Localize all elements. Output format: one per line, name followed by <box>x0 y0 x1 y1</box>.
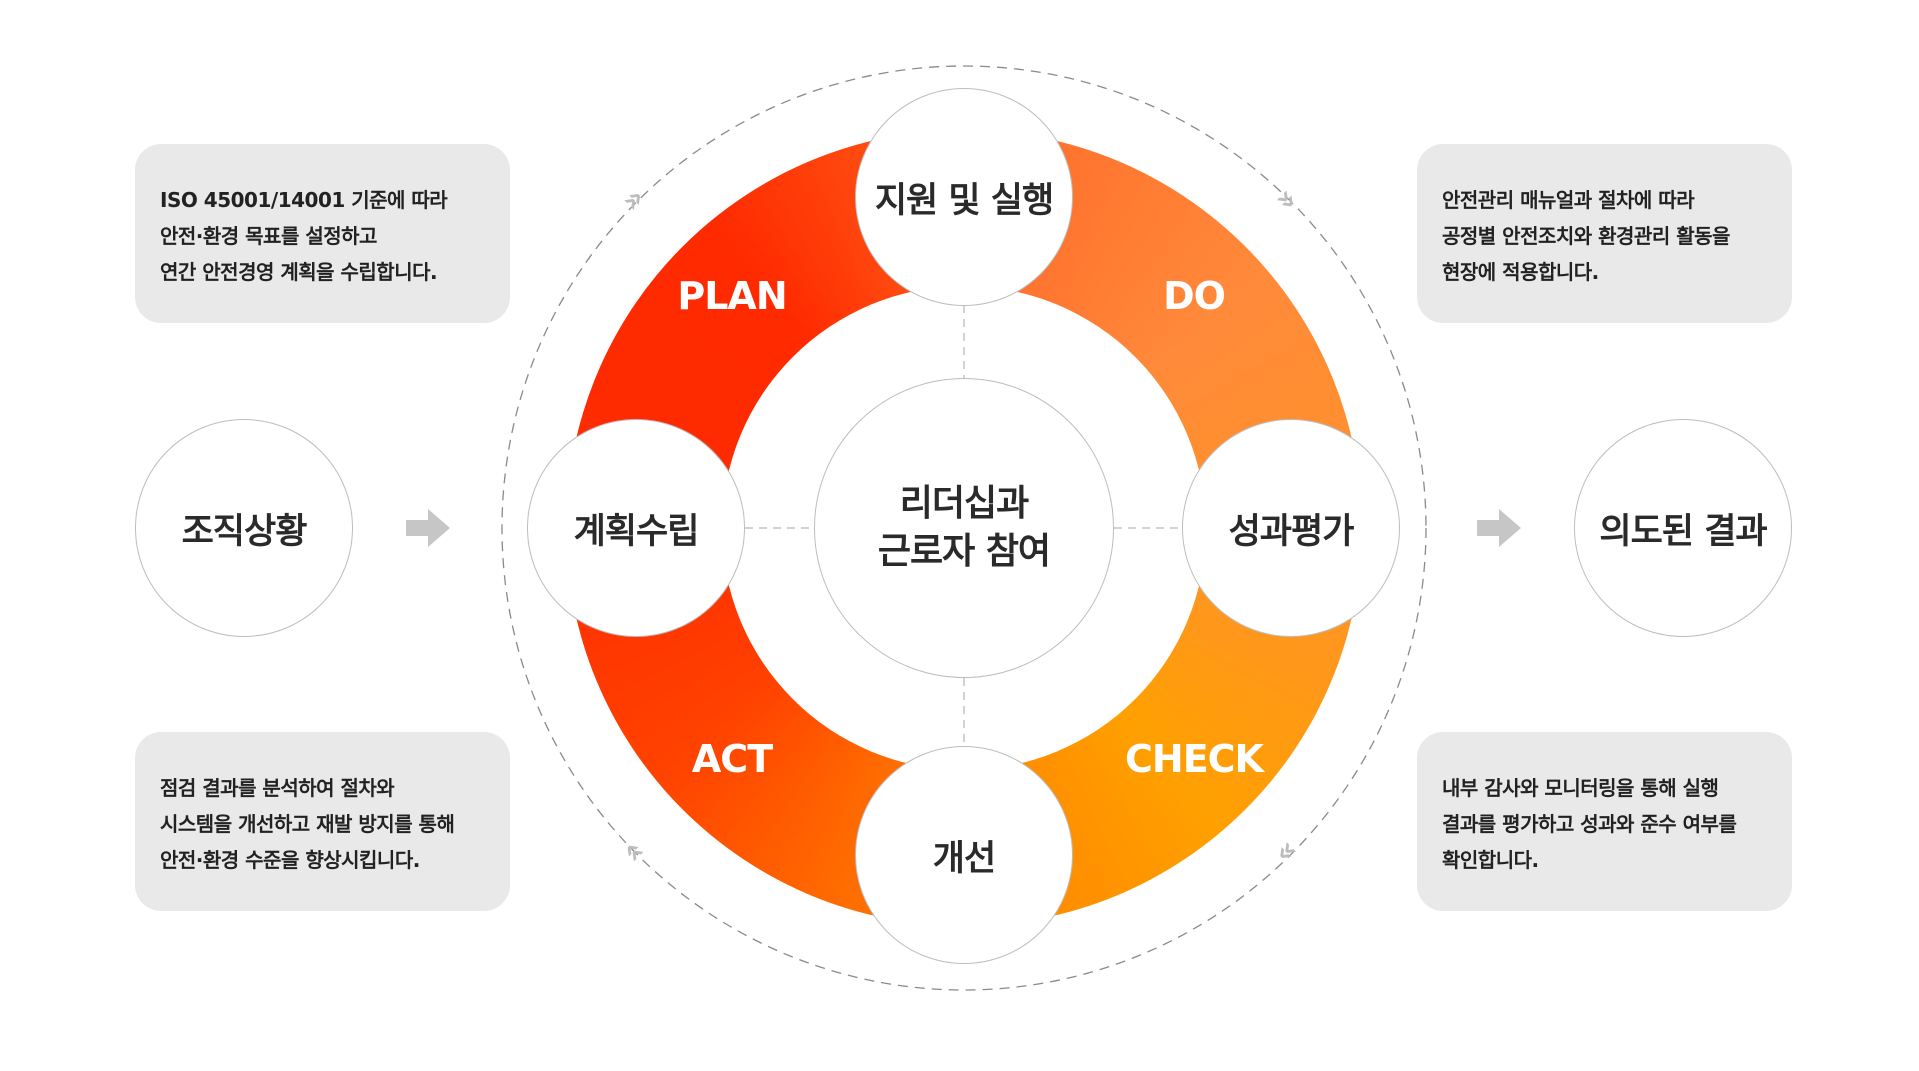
output-result-circle: 의도된 결과 <box>1574 419 1792 637</box>
plan-desc-line: ISO 45001/14001 기준에 따라 <box>160 188 448 212</box>
check-desc-line: 내부 감사와 모니터링을 통해 실행 <box>1442 776 1719 800</box>
do-description-box: 안전관리 매뉴얼과 절차에 따라 공정별 안전조치와 환경관리 활동을 현장에 … <box>1417 144 1792 323</box>
do-desc-line: 현장에 적용합니다. <box>1442 260 1599 284</box>
arrow-right-icon <box>1477 509 1521 547</box>
center-line-2: 근로자 참여 <box>877 531 1051 572</box>
check-desc-line: 확인합니다. <box>1442 848 1539 872</box>
act-desc-line: 안전·환경 수준을 향상시킵니다. <box>160 848 420 872</box>
do-desc-line: 안전관리 매뉴얼과 절차에 따라 <box>1442 188 1695 212</box>
center-circle: 리더십과 근로자 참여 <box>814 378 1114 678</box>
phase-do-label: DO <box>1163 274 1226 318</box>
node-improvement: 개선 <box>855 746 1073 964</box>
check-description-box: 내부 감사와 모니터링을 통해 실행 결과를 평가하고 성과와 준수 여부를 확… <box>1417 732 1792 911</box>
input-context-circle: 조직상황 <box>135 419 353 637</box>
act-desc-line: 점검 결과를 분석하여 절차와 <box>160 776 395 800</box>
plan-desc-line: 연간 안전경영 계획을 수립합니다. <box>160 260 438 284</box>
act-description-box: 점검 결과를 분석하여 절차와 시스템을 개선하고 재발 방지를 통해 안전·환… <box>135 732 510 911</box>
phase-plan-label: PLAN <box>677 274 787 318</box>
arrow-right-icon <box>406 509 450 547</box>
cycle-dashed-circle <box>501 65 1427 991</box>
node-planning: 계획수립 <box>527 419 745 637</box>
do-desc-line: 공정별 안전조치와 환경관리 활동을 <box>1442 224 1730 248</box>
node-performance-evaluation: 성과평가 <box>1182 419 1400 637</box>
check-desc-line: 결과를 평가하고 성과와 준수 여부를 <box>1442 812 1737 836</box>
phase-check-label: CHECK <box>1125 737 1264 781</box>
center-line-1: 리더십과 <box>899 483 1029 524</box>
phase-act-label: ACT <box>691 737 773 781</box>
node-support-operation: 지원 및 실행 <box>855 88 1073 306</box>
plan-description-box: ISO 45001/14001 기준에 따라 안전·환경 목표를 설정하고 연간… <box>135 144 510 323</box>
plan-desc-line: 안전·환경 목표를 설정하고 <box>160 224 377 248</box>
act-desc-line: 시스템을 개선하고 재발 방지를 통해 <box>160 812 455 836</box>
